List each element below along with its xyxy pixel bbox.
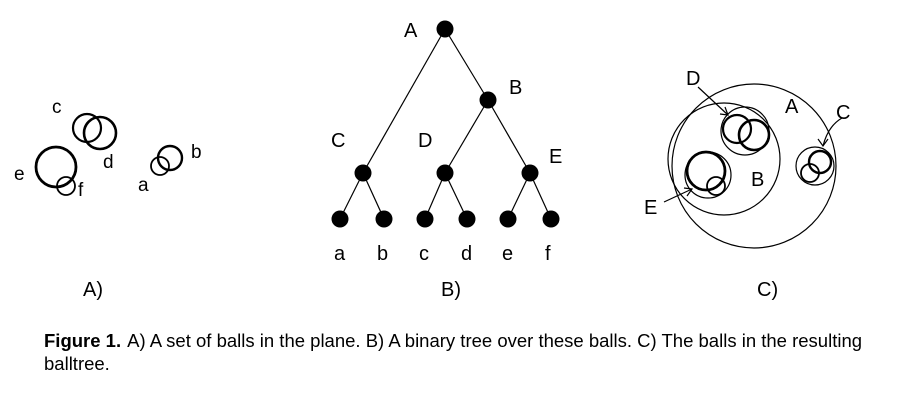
panel-label-a: A) (83, 279, 103, 301)
tree-leaf-b (375, 210, 393, 228)
tree-label-B: B (509, 77, 522, 99)
tree-leaf-label-b: b (377, 243, 388, 265)
panel-label-c: C) (757, 279, 778, 301)
balltree-ball-B (667, 102, 781, 216)
edge-B-D (444, 99, 489, 174)
balltree-ball-d (737, 118, 771, 152)
balltree-ball-e (685, 150, 727, 192)
balltree-label-C: C (836, 102, 850, 124)
tree-leaf-e (499, 210, 517, 228)
tree-node-B (479, 91, 497, 109)
balltree-ball-A (671, 83, 837, 249)
balltree-label-A: A (785, 96, 799, 118)
caption-figure-number: Figure 1. (44, 330, 122, 351)
balltree-ball-c (721, 113, 753, 145)
edge-B-E (487, 99, 531, 174)
tree-leaf-d (458, 210, 476, 228)
ball-d (82, 115, 118, 151)
arrowhead-E (683, 187, 694, 197)
ball-f (56, 176, 76, 196)
tree-leaf-label-e: e (502, 243, 513, 265)
panel-a: c d e f a b A) (14, 97, 202, 301)
arrowhead-C (817, 138, 829, 148)
tree-leaf-label-d: d (461, 243, 472, 265)
caption-text: A) A set of balls in the plane. B) A bin… (44, 330, 863, 374)
tree-leaf-f (542, 210, 560, 228)
ball-label-d: d (103, 152, 114, 173)
ball-label-f: f (78, 180, 84, 201)
arrowhead-D (719, 106, 729, 116)
arrow-E (663, 188, 693, 203)
tree-node-A (436, 20, 454, 38)
tree-leaf-c (416, 210, 434, 228)
panel-label-b: B) (441, 279, 461, 301)
ball-b (156, 144, 184, 172)
balltree-label-B: B (751, 169, 764, 191)
edge-A-C (362, 28, 446, 174)
ball-label-e: e (14, 164, 25, 185)
edge-A-B (444, 28, 489, 101)
arrow-D (697, 86, 729, 116)
tree-leaf-label-c: c (419, 243, 429, 265)
panel-b: A B C D E a b c d e f B) (331, 20, 562, 301)
ball-a (150, 156, 170, 176)
ball-label-a: a (138, 175, 149, 196)
balltree-label-D: D (686, 68, 700, 90)
tree-label-E: E (549, 146, 562, 168)
ball-e (34, 145, 78, 189)
balltree-ball-b (807, 149, 833, 175)
tree-label-A: A (404, 20, 418, 42)
balltree-label-E: E (644, 197, 657, 219)
tree-leaf-label-a: a (334, 243, 346, 265)
ball-label-c: c (52, 97, 62, 118)
panel-c: D A C B E C) (644, 68, 850, 301)
balltree-ball-f (706, 176, 726, 196)
ball-label-b: b (191, 142, 202, 163)
tree-leaf-label-f: f (545, 243, 551, 265)
figure-caption: Figure 1.A) A set of balls in the plane.… (44, 329, 894, 375)
tree-node-C (354, 164, 372, 182)
tree-label-C: C (331, 130, 345, 152)
tree-node-D (436, 164, 454, 182)
tree-leaf-a (331, 210, 349, 228)
balltree-ball-C-outline (795, 146, 835, 186)
tree-label-D: D (418, 130, 432, 152)
edge-C-a (339, 172, 364, 220)
tree-node-E (521, 164, 539, 182)
arrow-C (822, 117, 843, 147)
